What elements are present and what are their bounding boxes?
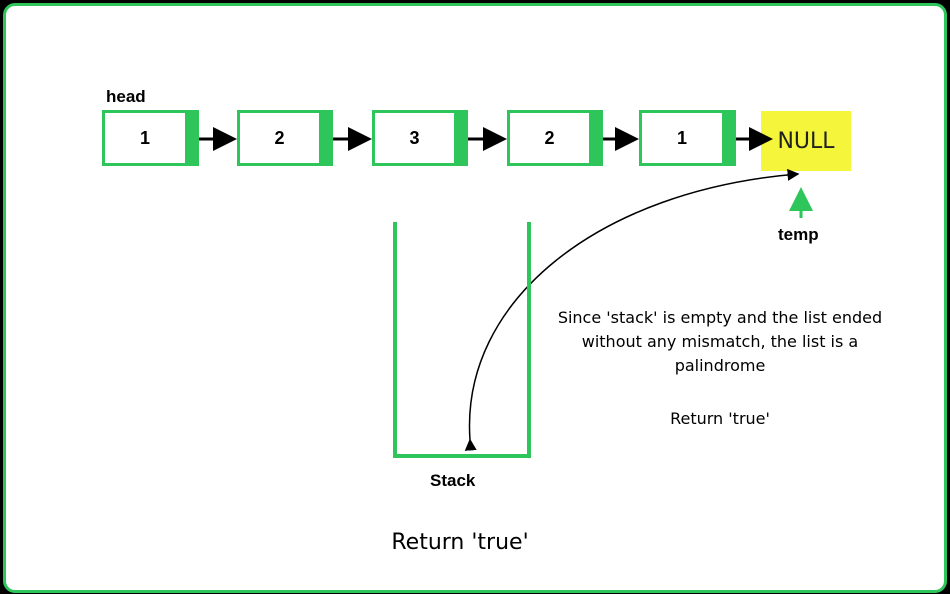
explanation-line: without any mismatch, the list is a: [581, 332, 859, 351]
return-true-caption: Return 'true': [391, 530, 529, 555]
node-next-pointer: [454, 113, 465, 163]
list-node-1: 1: [102, 110, 199, 166]
node-value: 2: [544, 127, 555, 148]
explanation-text: Since 'stack' is empty and the list ende…: [548, 306, 892, 378]
list-node-4: 2: [507, 110, 603, 166]
node-value: 3: [409, 127, 420, 148]
node-next-pointer: [185, 113, 196, 163]
list-node-5: 1: [639, 110, 736, 166]
null-terminator: NULL: [761, 111, 851, 171]
node-next-pointer: [319, 113, 330, 163]
node-value: 1: [676, 127, 687, 148]
temp-label: temp: [778, 225, 819, 244]
explanation-line: Since 'stack' is empty and the list ende…: [557, 308, 883, 327]
node-next-pointer: [589, 113, 600, 163]
return-curve-arrow: [464, 168, 800, 451]
explanation-line: palindrome: [674, 356, 766, 375]
stack-right-wall: [527, 222, 531, 458]
return-true-note: Return 'true': [670, 409, 770, 428]
list-node-3: 3: [372, 110, 468, 166]
node-value: 2: [274, 127, 285, 148]
node-next-pointer: [722, 113, 733, 163]
stack-bottom-wall: [393, 454, 531, 458]
stack-label: Stack: [430, 471, 476, 490]
list-node-2: 2: [237, 110, 333, 166]
node-value: 1: [139, 127, 150, 148]
head-label: head: [106, 87, 146, 106]
stack-left-wall: [393, 222, 397, 458]
